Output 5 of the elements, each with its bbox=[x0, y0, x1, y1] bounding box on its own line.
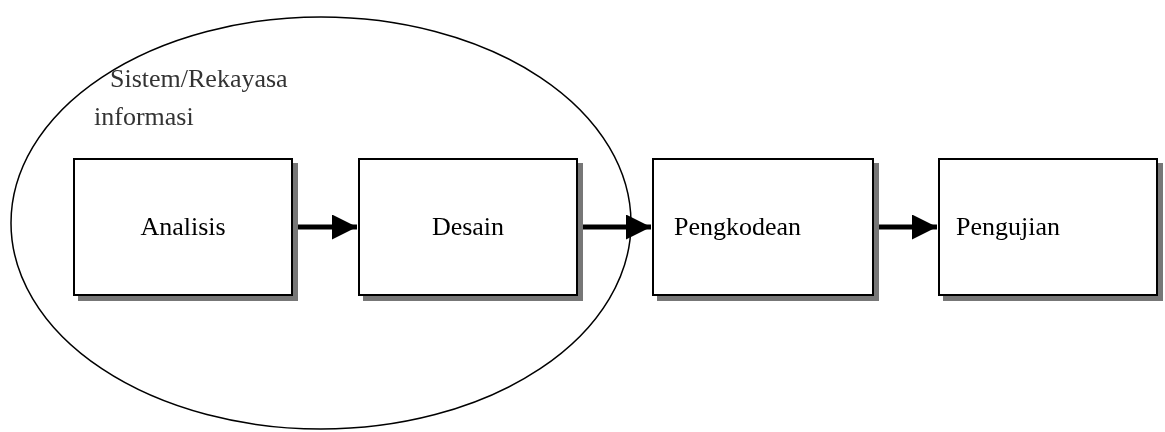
group-heading: Sistem/Rekayasa informasi bbox=[94, 63, 289, 133]
box-label: Desain bbox=[431, 212, 505, 242]
box-label: Pengujian bbox=[956, 212, 1060, 242]
box-label: Analisis bbox=[140, 212, 226, 242]
box-label: Pengkodean bbox=[674, 212, 802, 242]
